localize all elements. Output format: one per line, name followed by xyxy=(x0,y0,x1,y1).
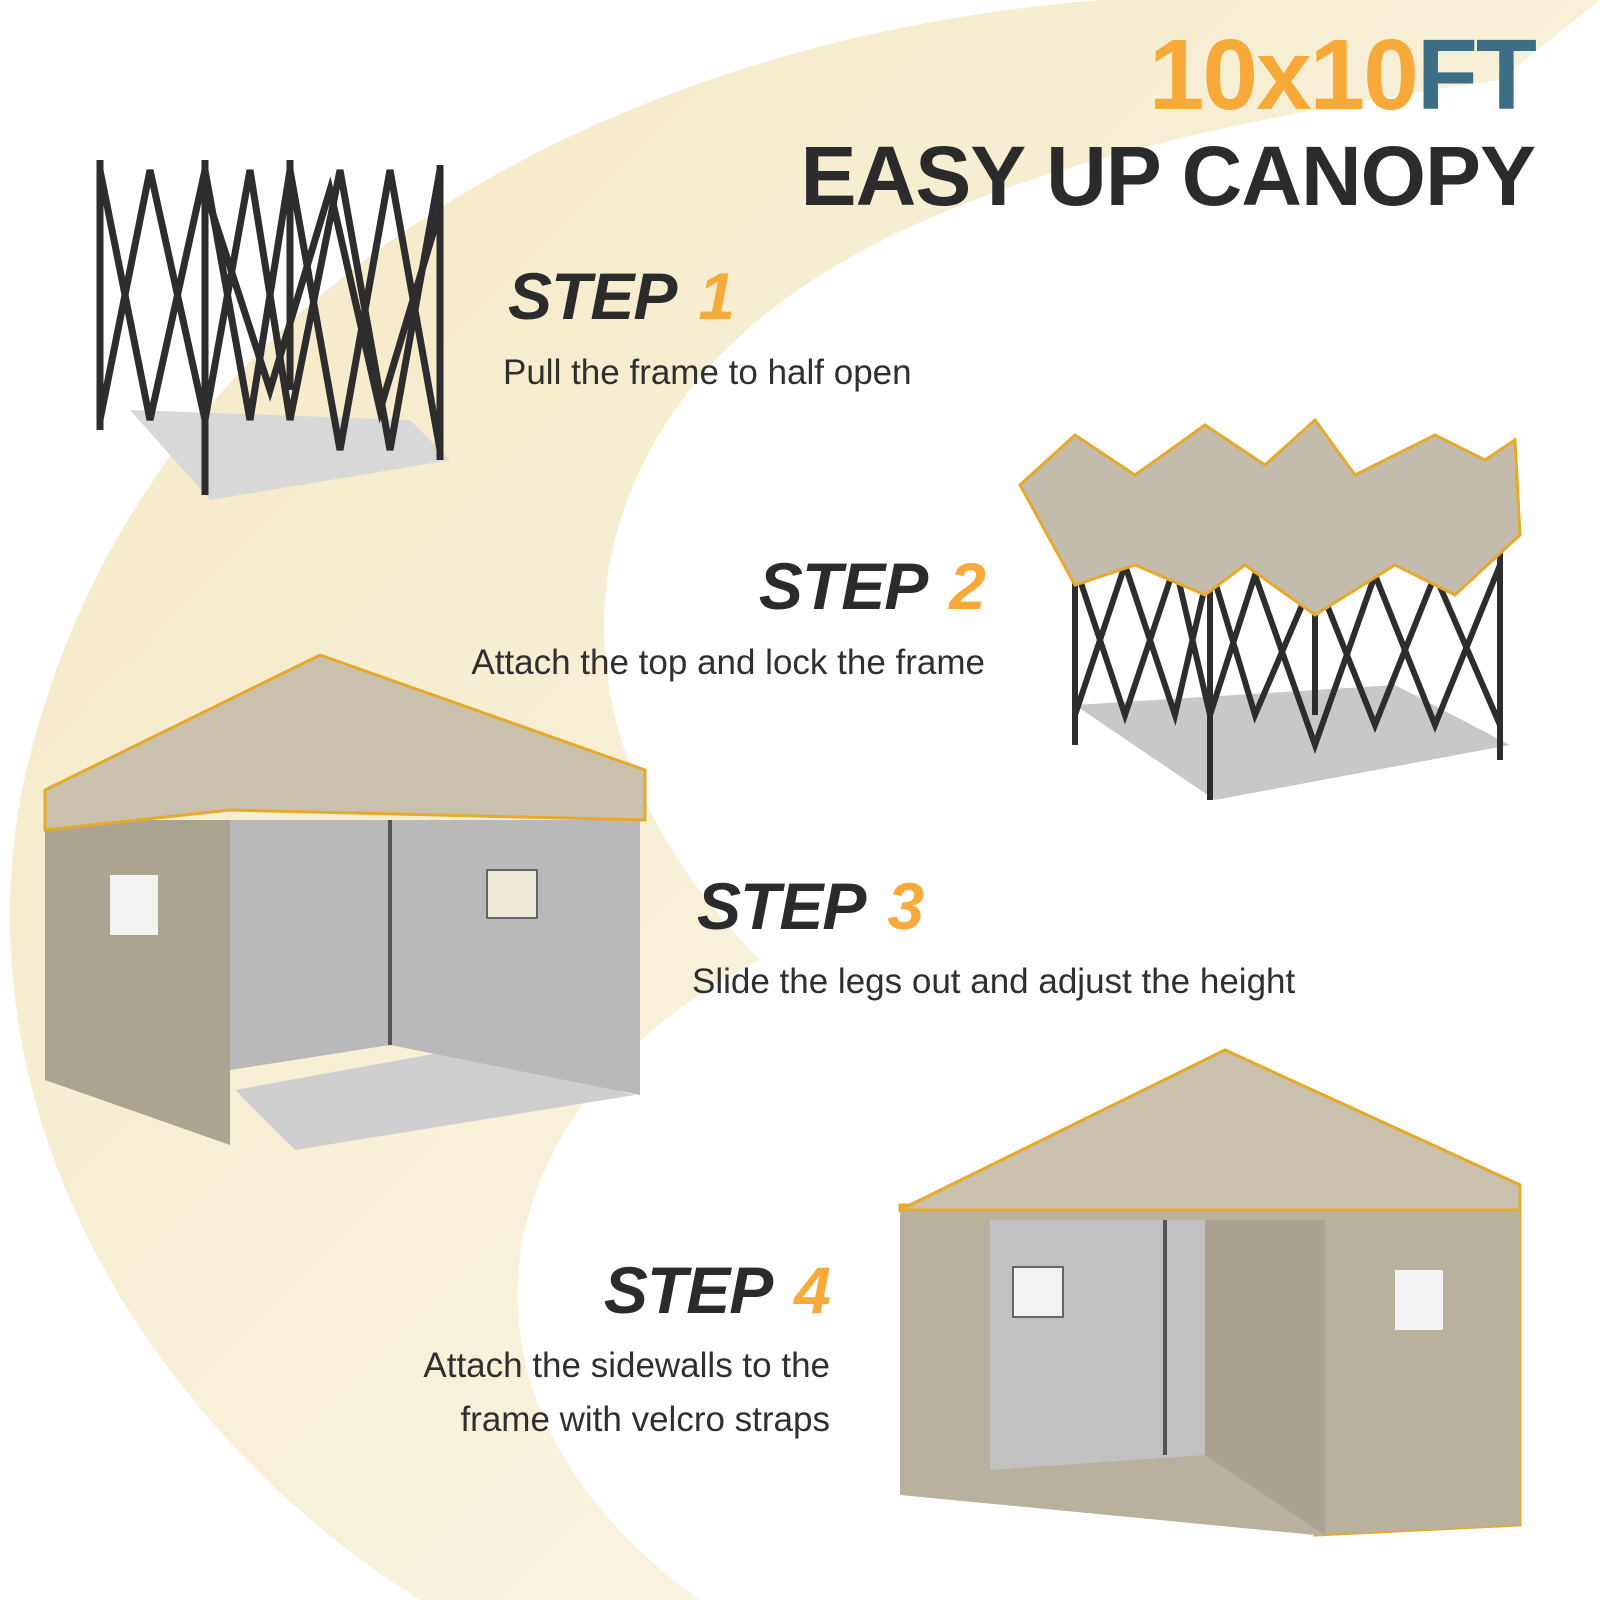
tent-fully-assembled-image xyxy=(898,1048,1522,1537)
step-1-heading: STEP 1 xyxy=(508,258,735,334)
step-number: 3 xyxy=(887,869,924,943)
frame-with-top-image xyxy=(1018,417,1522,800)
step-4-heading: STEP 4 xyxy=(603,1252,831,1328)
half-open-frame-image xyxy=(96,160,450,500)
size-unit: FT xyxy=(1416,19,1537,131)
size-value: 10x10 xyxy=(1148,19,1419,131)
step-label: STEP xyxy=(758,549,928,623)
step-number: 2 xyxy=(949,549,986,623)
step-number: 4 xyxy=(794,1253,831,1327)
step-label: STEP xyxy=(508,259,677,333)
step-label: STEP xyxy=(603,1253,773,1327)
step-3-description: Slide the legs out and adjust the height xyxy=(692,962,1296,1001)
step-4-description-line-2: frame with velcro straps xyxy=(460,1400,830,1439)
step-number: 1 xyxy=(698,259,735,333)
tent-with-sidewalls-image xyxy=(43,653,647,1150)
step-4-description-line-1: Attach the sidewalls to the xyxy=(423,1346,830,1385)
step-2-heading: STEP 2 xyxy=(758,548,986,624)
page-title: EASY UP CANOPY xyxy=(800,129,1536,223)
step-3-heading: STEP 3 xyxy=(697,868,924,944)
step-label: STEP xyxy=(697,869,866,943)
step-2-description: Attach the top and lock the frame xyxy=(471,643,985,682)
step-1-description: Pull the frame to half open xyxy=(503,353,912,392)
size-heading: 10x10FT xyxy=(1148,18,1537,133)
